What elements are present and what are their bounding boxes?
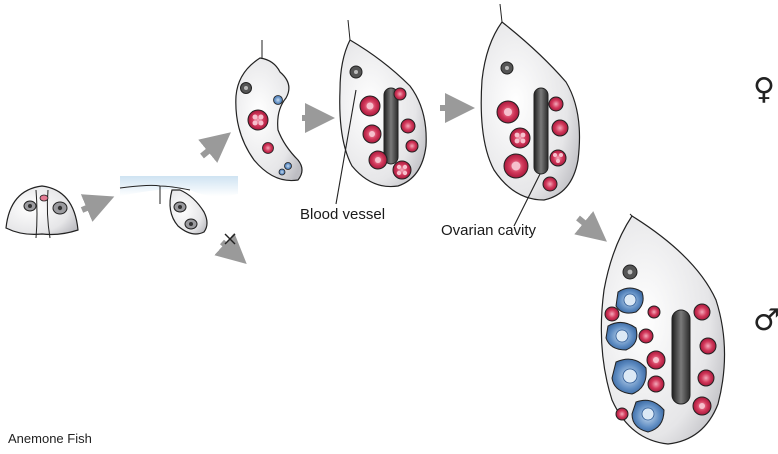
ovarian-cavity-label: Ovarian cavity: [441, 222, 536, 239]
stage-3-early-gonad: [236, 40, 302, 181]
arrow-2-up: [202, 138, 224, 156]
stage-2-hanging-gonad: [120, 176, 238, 234]
male-symbol-icon: ♂: [753, 306, 778, 336]
arrow-2-blocked: [222, 242, 240, 258]
species-caption: Anemone Fish: [8, 431, 92, 446]
arrow-1: [82, 200, 106, 210]
stage-1-primordial-gonad: [6, 186, 78, 238]
blocked-x-mark: [225, 234, 235, 244]
female-symbol-icon: ♀: [753, 75, 775, 105]
blood-vessel-label: Blood vessel: [300, 206, 385, 223]
stage-6-testis-transition: [601, 214, 724, 444]
arrow-5: [578, 218, 600, 236]
stage-4-ovary-with-vessel: [336, 20, 426, 204]
stage-5-mature-ovary: [481, 4, 579, 226]
